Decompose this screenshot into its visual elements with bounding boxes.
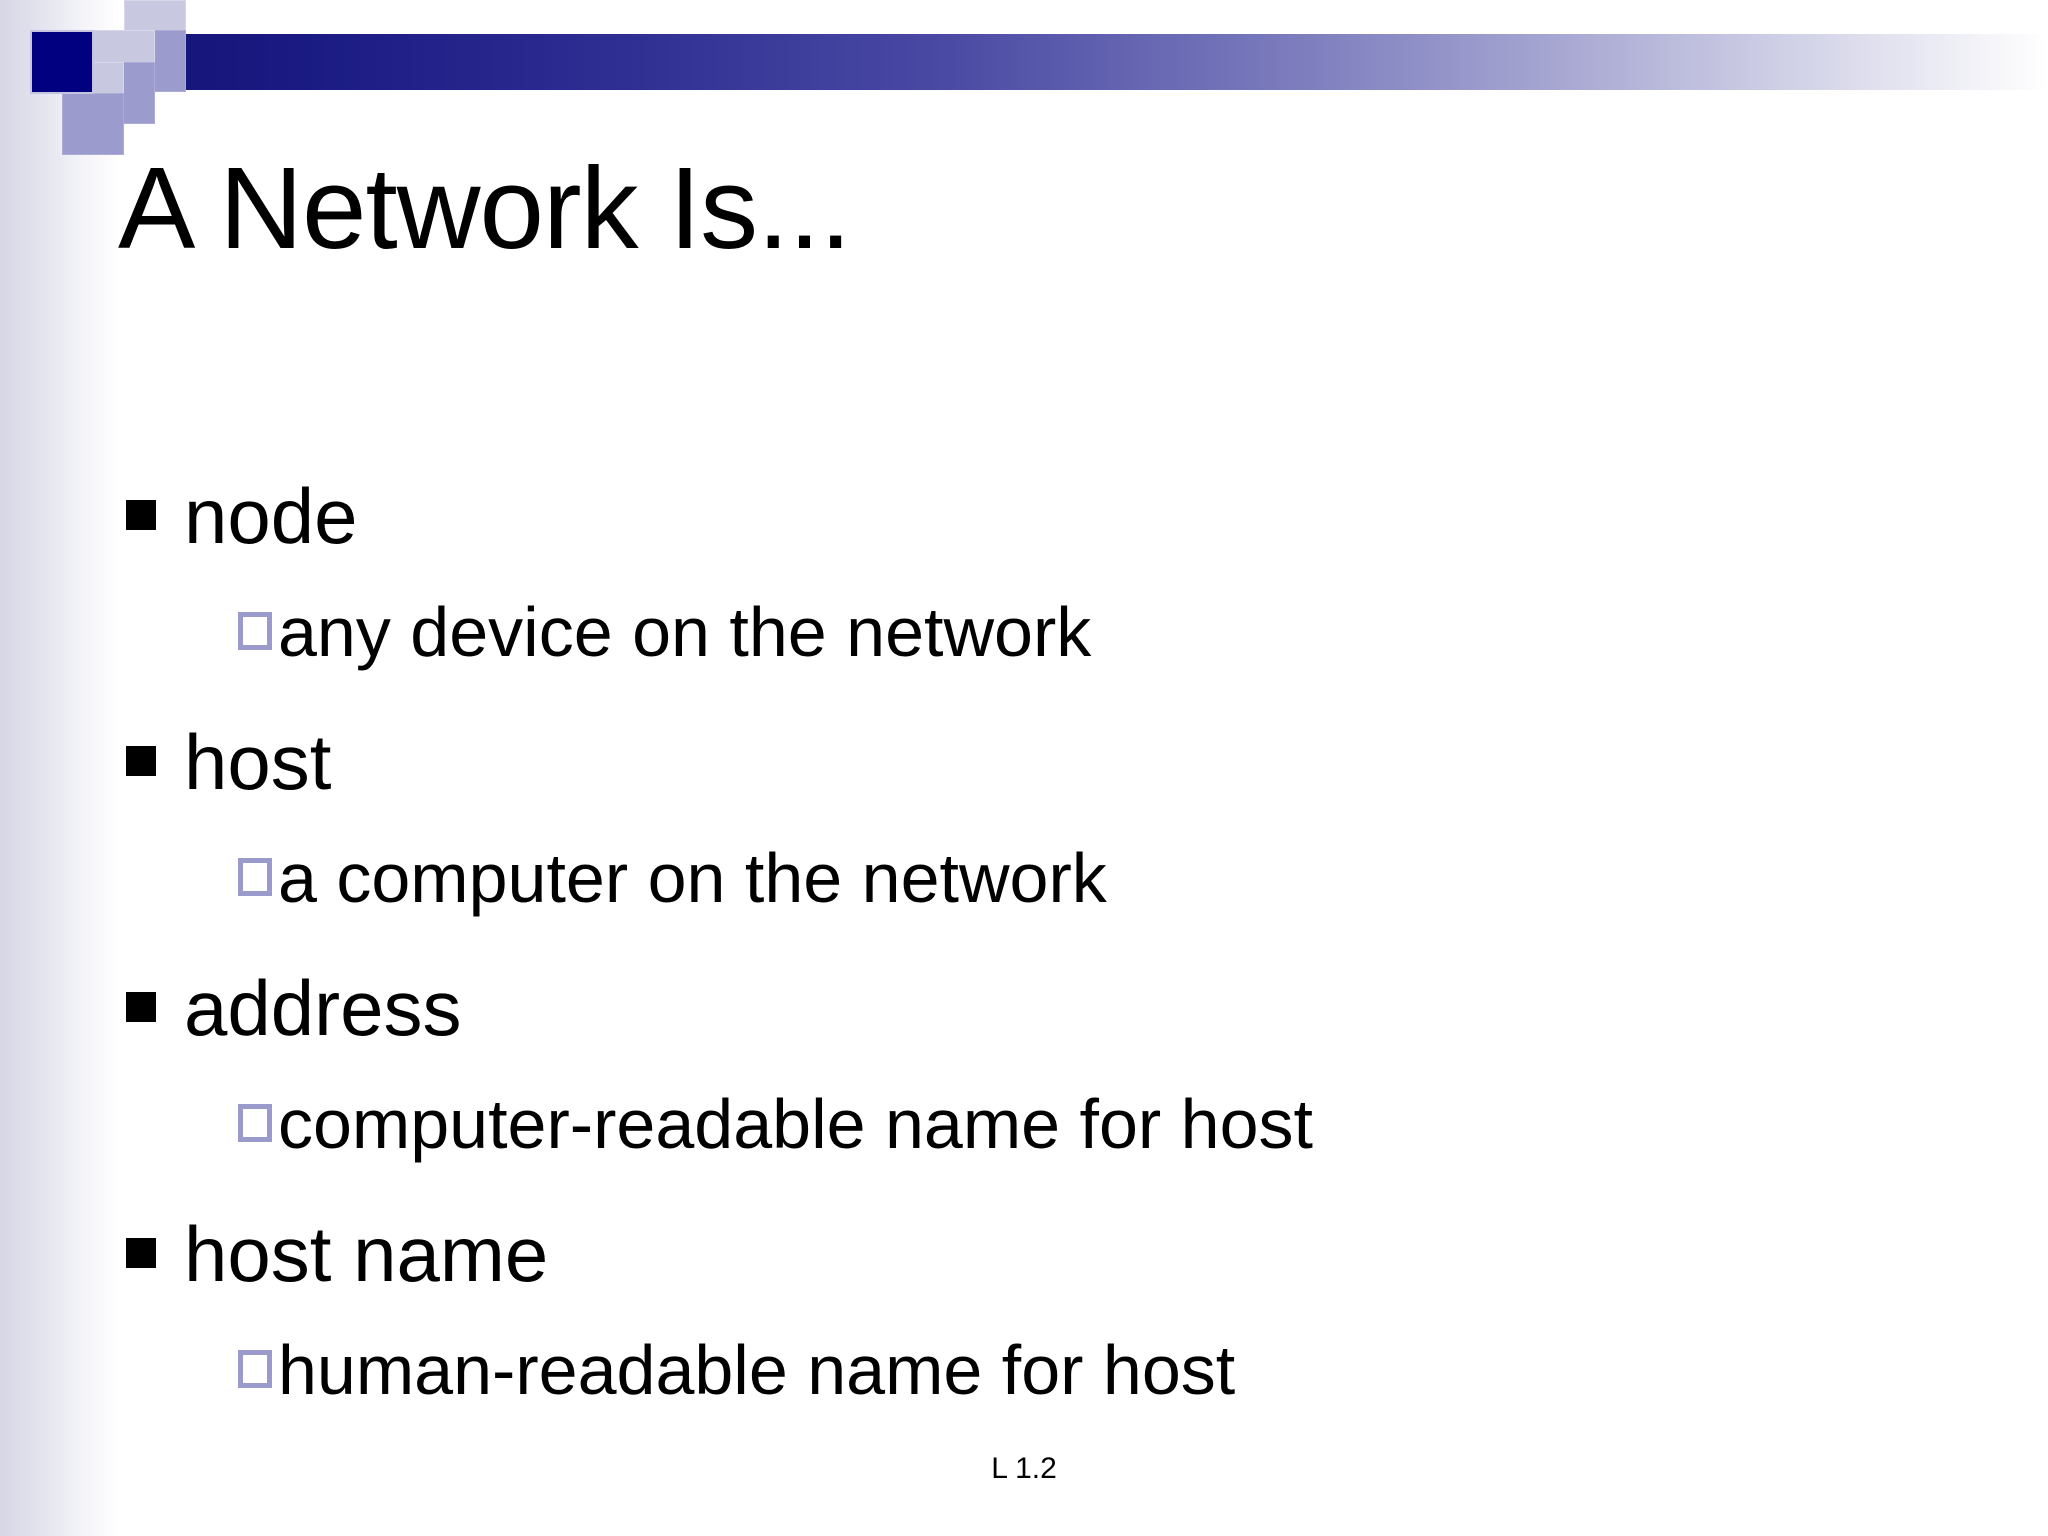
filled-square-bullet-icon	[126, 500, 156, 530]
hollow-square-bullet-icon	[238, 1104, 272, 1142]
slide-body-outline: node any device on the network host a co…	[0, 466, 2048, 1450]
bullet-item-level2: any device on the network	[238, 586, 2048, 712]
deco-square-periwinkle-bottom	[62, 93, 124, 155]
deco-square-navy	[30, 30, 94, 94]
slide-title: A Network Is...	[118, 143, 852, 273]
bullet-label: host name	[184, 1210, 549, 1298]
hollow-square-bullet-icon	[238, 1350, 272, 1388]
filled-square-bullet-icon	[126, 1238, 156, 1268]
bullet-item-level1: address	[126, 958, 2048, 1078]
bullet-label: node	[184, 472, 358, 560]
slide-footer-number: L 1.2	[991, 1452, 1057, 1485]
bullet-item-level1: node	[126, 466, 2048, 586]
sub-bullet-label: human-readable name for host	[278, 1331, 1236, 1409]
hollow-square-bullet-icon	[238, 858, 272, 896]
left-edge-gradient-wash	[0, 0, 120, 1536]
bullet-label: host	[184, 718, 332, 806]
header-gradient-band	[150, 34, 2048, 90]
sub-bullet-label: computer-readable name for host	[278, 1085, 1313, 1163]
bullet-label: address	[184, 964, 462, 1052]
header-decoration	[0, 0, 2048, 155]
bullet-item-level1: host name	[126, 1204, 2048, 1324]
bullet-item-level2: a computer on the network	[238, 832, 2048, 958]
hollow-square-bullet-icon	[238, 612, 272, 650]
bullet-item-level2: computer-readable name for host	[238, 1078, 2048, 1204]
bullet-item-level1: host	[126, 712, 2048, 832]
bullet-item-level2: human-readable name for host	[238, 1324, 2048, 1450]
filled-square-bullet-icon	[126, 746, 156, 776]
sub-bullet-label: a computer on the network	[278, 839, 1107, 917]
sub-bullet-label: any device on the network	[278, 593, 1092, 671]
filled-square-bullet-icon	[126, 992, 156, 1022]
